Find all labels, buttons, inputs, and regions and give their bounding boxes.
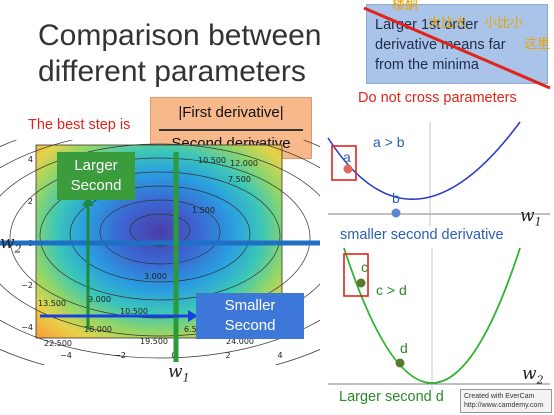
y-tick-label: 2 [28, 197, 33, 206]
label-a: a [343, 149, 351, 165]
w1-axis-label: w1 [168, 362, 190, 385]
x-tick-label: −4 [60, 351, 72, 360]
smaller-second-line-2: Second [224, 317, 276, 334]
point-a [343, 164, 353, 174]
condition-a-gt-b: a > b [373, 134, 405, 150]
level-labels: 10.500 12.000 7.500 1.500 3.000 9.000 13… [38, 156, 258, 348]
x-tick-label: −2 [114, 351, 126, 360]
point-a-highlight [331, 145, 357, 181]
point-b [391, 208, 401, 218]
w2-axis-label: w2 [0, 233, 22, 256]
title-line-1: Comparison between [38, 19, 322, 52]
vertical-arrow-head [82, 196, 94, 206]
larger-second-line-1: Larger [74, 157, 118, 174]
level-label: 22.500 [44, 339, 72, 348]
condition-c-gt-d: c > d [376, 282, 407, 298]
label-d: d [400, 340, 408, 356]
overlay-text-right: 小比小 [484, 16, 524, 31]
smaller-second-box: Smaller Second [196, 293, 304, 339]
level-label: 18.000 [84, 325, 112, 334]
label-b: b [392, 190, 400, 206]
best-step-label: The best step is [28, 117, 131, 133]
larger-second-line-2: Second [70, 177, 122, 194]
formula-box: |First derivative| Second derivative [150, 97, 312, 159]
smaller-second-line-1: Smaller [224, 297, 276, 314]
level-label: 24.000 [226, 337, 254, 346]
x-tick-label: 2 [225, 351, 230, 360]
evercam-watermark: Created with EverCam http://www.camdemy.… [460, 389, 552, 413]
point-c-highlight [343, 253, 369, 297]
title-line-2: different parameters [38, 55, 306, 88]
warning-text: Do not cross parameters [358, 90, 517, 106]
level-label: 3.000 [144, 272, 167, 281]
bottom-w2-label: w2 [522, 364, 544, 387]
note-line-1: Larger 1st order [375, 17, 479, 33]
slide-title: Comparison between different parameters [38, 18, 322, 90]
level-label: 13.500 [38, 299, 66, 308]
label-c: c [361, 259, 368, 275]
overlay-text-top: 楼酮 [392, 0, 419, 13]
top-w1-label: w1 [520, 206, 542, 229]
bottom-parabola [343, 247, 521, 384]
level-label: 9.000 [88, 295, 111, 304]
level-label: 7.500 [228, 175, 251, 184]
strike-line [363, 6, 551, 90]
level-label: 1.500 [192, 206, 215, 215]
top-parabola-plot [327, 121, 550, 226]
formula-numerator: |First derivative| [178, 104, 284, 121]
horizontal-arrow-head [188, 310, 198, 322]
level-label: 10.500 [120, 307, 148, 316]
level-label: 10.500 [198, 156, 226, 165]
overlay-text-far-right: 这里 [524, 37, 551, 52]
level-label: 19.500 [140, 337, 168, 346]
note-line-2: derivative means far [375, 37, 506, 53]
y-tick-label: −2 [21, 281, 33, 290]
level-label: 12.000 [230, 159, 258, 168]
top-caption: smaller second derivative [340, 227, 504, 243]
x-tick-label: 4 [277, 351, 282, 360]
contour-lines [0, 140, 320, 365]
point-c [356, 278, 366, 288]
bottom-parabola-plot [328, 247, 550, 390]
bottom-caption: Larger second d [339, 389, 444, 405]
level-label: 6.500 [184, 325, 207, 334]
overlay-text-mid: 大比大 [428, 16, 468, 31]
note-line-3: from the minima [375, 57, 479, 73]
note-box: Larger 1st order derivative means far fr… [366, 4, 548, 84]
fraction-bar [159, 129, 303, 131]
y-tick-label: 4 [28, 155, 33, 164]
larger-second-box: Larger Second [57, 152, 135, 200]
y-tick-label: −4 [21, 323, 33, 332]
point-d [395, 358, 405, 368]
